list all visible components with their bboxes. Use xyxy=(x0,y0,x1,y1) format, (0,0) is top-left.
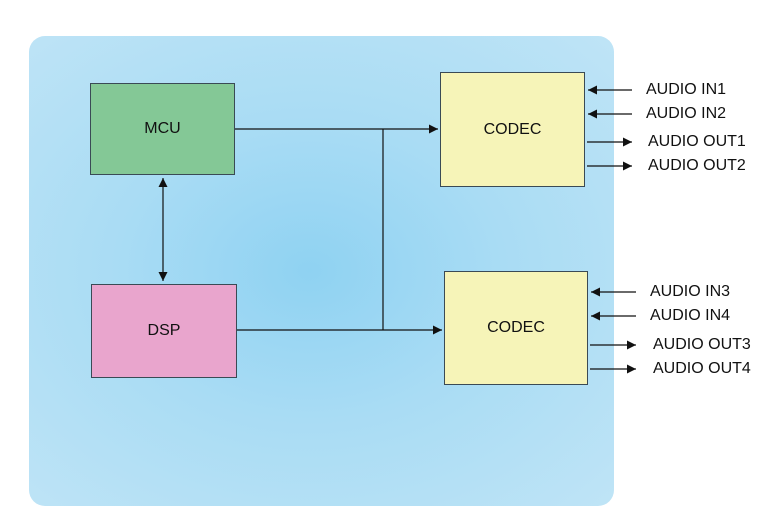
audio-out1-label: AUDIO OUT1 xyxy=(648,133,746,150)
audio-out3-label: AUDIO OUT3 xyxy=(653,336,751,353)
audio-in2-label: AUDIO IN2 xyxy=(646,105,727,122)
codec-block-2: CODEC xyxy=(444,271,588,385)
audio-out4-label: AUDIO OUT4 xyxy=(653,360,751,377)
mcu-block: MCU xyxy=(90,83,235,175)
codec-1-label: CODEC xyxy=(483,120,542,138)
audio-in4-label: AUDIO IN4 xyxy=(650,307,731,324)
mcu-label: MCU xyxy=(144,120,181,137)
dsp-label: DSP xyxy=(147,322,181,339)
codec-block-1: CODEC xyxy=(440,72,585,187)
audio-out2-label: AUDIO OUT2 xyxy=(648,157,746,174)
dsp-block: DSP xyxy=(91,284,237,378)
audio-in1-label: AUDIO IN1 xyxy=(646,81,727,98)
audio-in3-label: AUDIO IN3 xyxy=(650,283,731,300)
codec-2-label: CODEC xyxy=(487,319,545,336)
